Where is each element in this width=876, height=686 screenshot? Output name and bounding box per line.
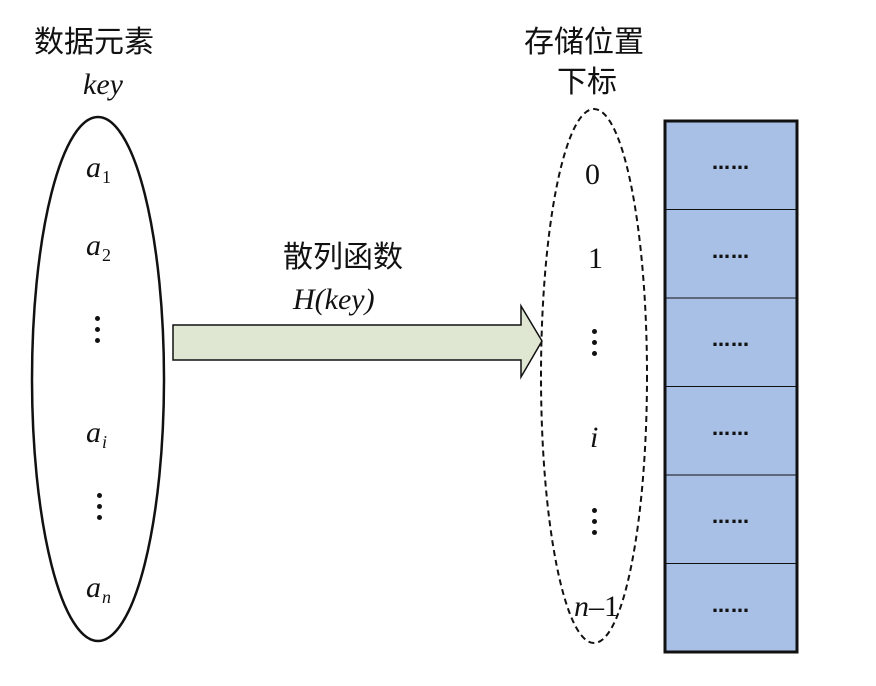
table-cell-text: …… <box>712 330 750 352</box>
table-cell-text: …… <box>712 595 750 617</box>
left-ellipsis-2 <box>97 493 103 526</box>
mapping-arrow <box>172 303 543 380</box>
data-elements-title: 数据元素 <box>34 25 154 60</box>
storage-index-ellipse <box>540 108 648 644</box>
index-n-minus-1: n–1 <box>574 590 619 623</box>
index-i: i <box>590 421 599 454</box>
hash-function-formula: H(key) <box>293 283 375 316</box>
table-cell-text: …… <box>712 241 750 263</box>
storage-location-title: 存储位置 <box>524 25 644 60</box>
data-elements-ellipse <box>30 115 166 643</box>
index-1: 1 <box>588 242 603 275</box>
table-cell-text: …… <box>712 507 750 529</box>
hash-function-label: 散列函数 <box>283 240 403 275</box>
storage-index-title: 下标 <box>557 65 617 100</box>
table-cell-text: …… <box>712 153 750 175</box>
table-cell <box>664 120 798 210</box>
element-ai: ai <box>86 416 108 452</box>
index-0: 0 <box>585 158 600 191</box>
storage-table <box>663 119 799 654</box>
table-border <box>663 119 799 654</box>
element-a1: a1 <box>86 151 111 187</box>
data-elements-key-label: key <box>83 68 123 101</box>
left-ellipsis-1 <box>95 316 101 349</box>
element-an: an <box>86 571 111 607</box>
table-cell-text: …… <box>712 418 750 440</box>
right-ellipsis-2 <box>592 508 598 541</box>
right-ellipsis-1 <box>592 329 598 362</box>
element-a2: a2 <box>86 229 111 265</box>
